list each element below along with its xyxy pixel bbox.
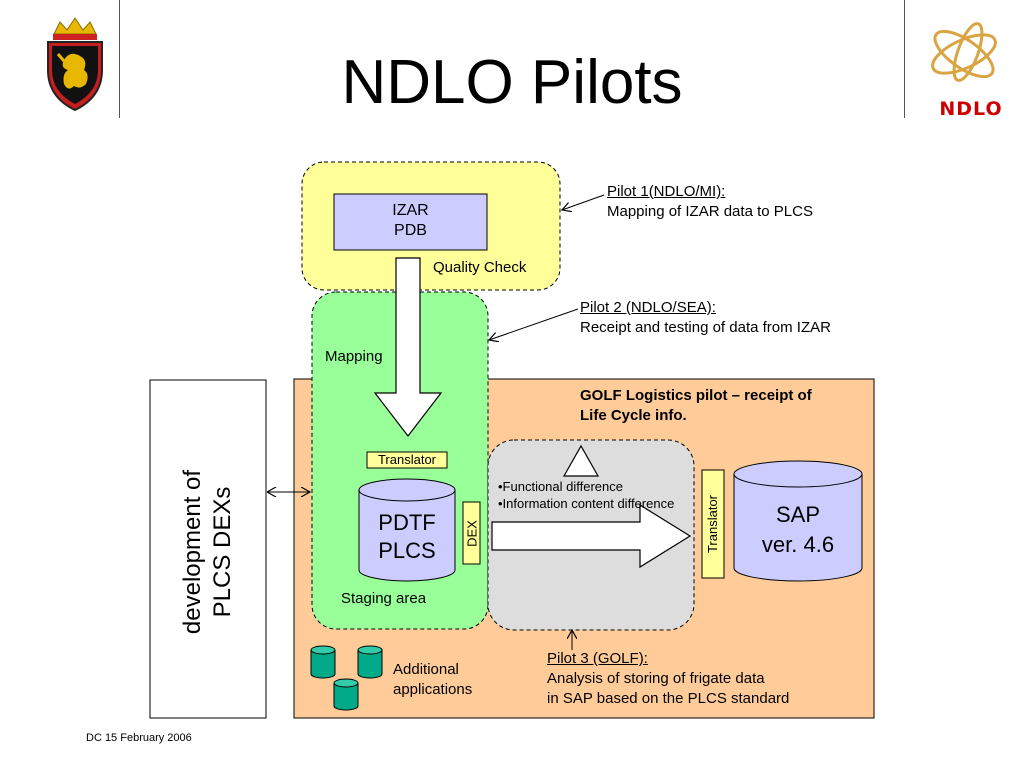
app-cylinder-2	[357, 645, 383, 679]
izar-pdb-box	[333, 193, 488, 251]
quality-check-label: Quality Check	[433, 259, 527, 276]
analysis-item: •Information content difference	[498, 496, 675, 511]
header-divider-right	[904, 0, 905, 118]
ndlo-logo-text: NDLO	[939, 98, 1003, 120]
footer-text: DC 15 February 2006	[86, 732, 192, 744]
ndlo-logo	[931, 22, 997, 82]
dex-label: DEX	[464, 520, 480, 547]
mapping-label: Mapping	[325, 348, 383, 365]
pilot1-callout-arrow	[562, 194, 605, 210]
up-triangle	[562, 444, 600, 477]
izar-pdb-label: IZAR PDB	[392, 202, 429, 239]
coat-of-arms-logo	[47, 17, 103, 112]
analysis-list: •Functional difference •Information cont…	[498, 478, 674, 512]
golf-pilot-title: GOLF Logistics pilot – receipt of Life C…	[580, 387, 812, 424]
translator-top-label: Translator	[377, 452, 437, 467]
pdtf-plcs-cylinder	[358, 478, 456, 582]
sap-label: SAP ver. 4.6	[761, 502, 835, 557]
pdtf-plcs-label: PDTF PLCS	[378, 510, 436, 563]
pilot2-callout-arrow	[489, 308, 579, 340]
pilot2-desc: Receipt and testing of data from IZAR	[580, 319, 831, 336]
pilot1-desc: Mapping of IZAR data to PLCS	[607, 203, 813, 220]
dex-box	[462, 501, 481, 565]
pilot3-title: Pilot 3 (GOLF):	[547, 650, 648, 667]
pilot3-desc: Analysis of storing of frigate data in S…	[547, 670, 790, 707]
app-cylinder-3	[333, 678, 359, 711]
dev-dex-label: development of PLCS DEXs	[179, 469, 236, 635]
pilot3-callout: Pilot 3 (GOLF): Analysis of storing of f…	[547, 649, 789, 709]
analysis-item: •Functional difference	[498, 479, 623, 494]
pilot1-title: Pilot 1(NDLO/MI):	[607, 183, 726, 200]
translator-top-box	[366, 451, 448, 469]
mapping-down-arrow	[373, 257, 443, 437]
app-cylinder-1	[310, 645, 336, 679]
translator-side-box	[701, 469, 725, 579]
page-title: NDLO Pilots	[341, 48, 683, 117]
translator-side-label: Translator	[705, 494, 720, 554]
dev-dex-box	[149, 379, 267, 719]
pilot2-callout: Pilot 2 (NDLO/SEA): Receipt and testing …	[580, 298, 831, 338]
staging-area-label: Staging area	[341, 590, 427, 607]
pilot2-title: Pilot 2 (NDLO/SEA):	[580, 299, 716, 316]
header-divider-left	[119, 0, 120, 118]
sap-cylinder	[733, 460, 863, 582]
pilot1-callout: Pilot 1(NDLO/MI): Mapping of IZAR data t…	[607, 182, 813, 222]
staging-to-sap-arrow	[491, 503, 692, 569]
additional-apps-label: Additional applications	[393, 661, 473, 698]
